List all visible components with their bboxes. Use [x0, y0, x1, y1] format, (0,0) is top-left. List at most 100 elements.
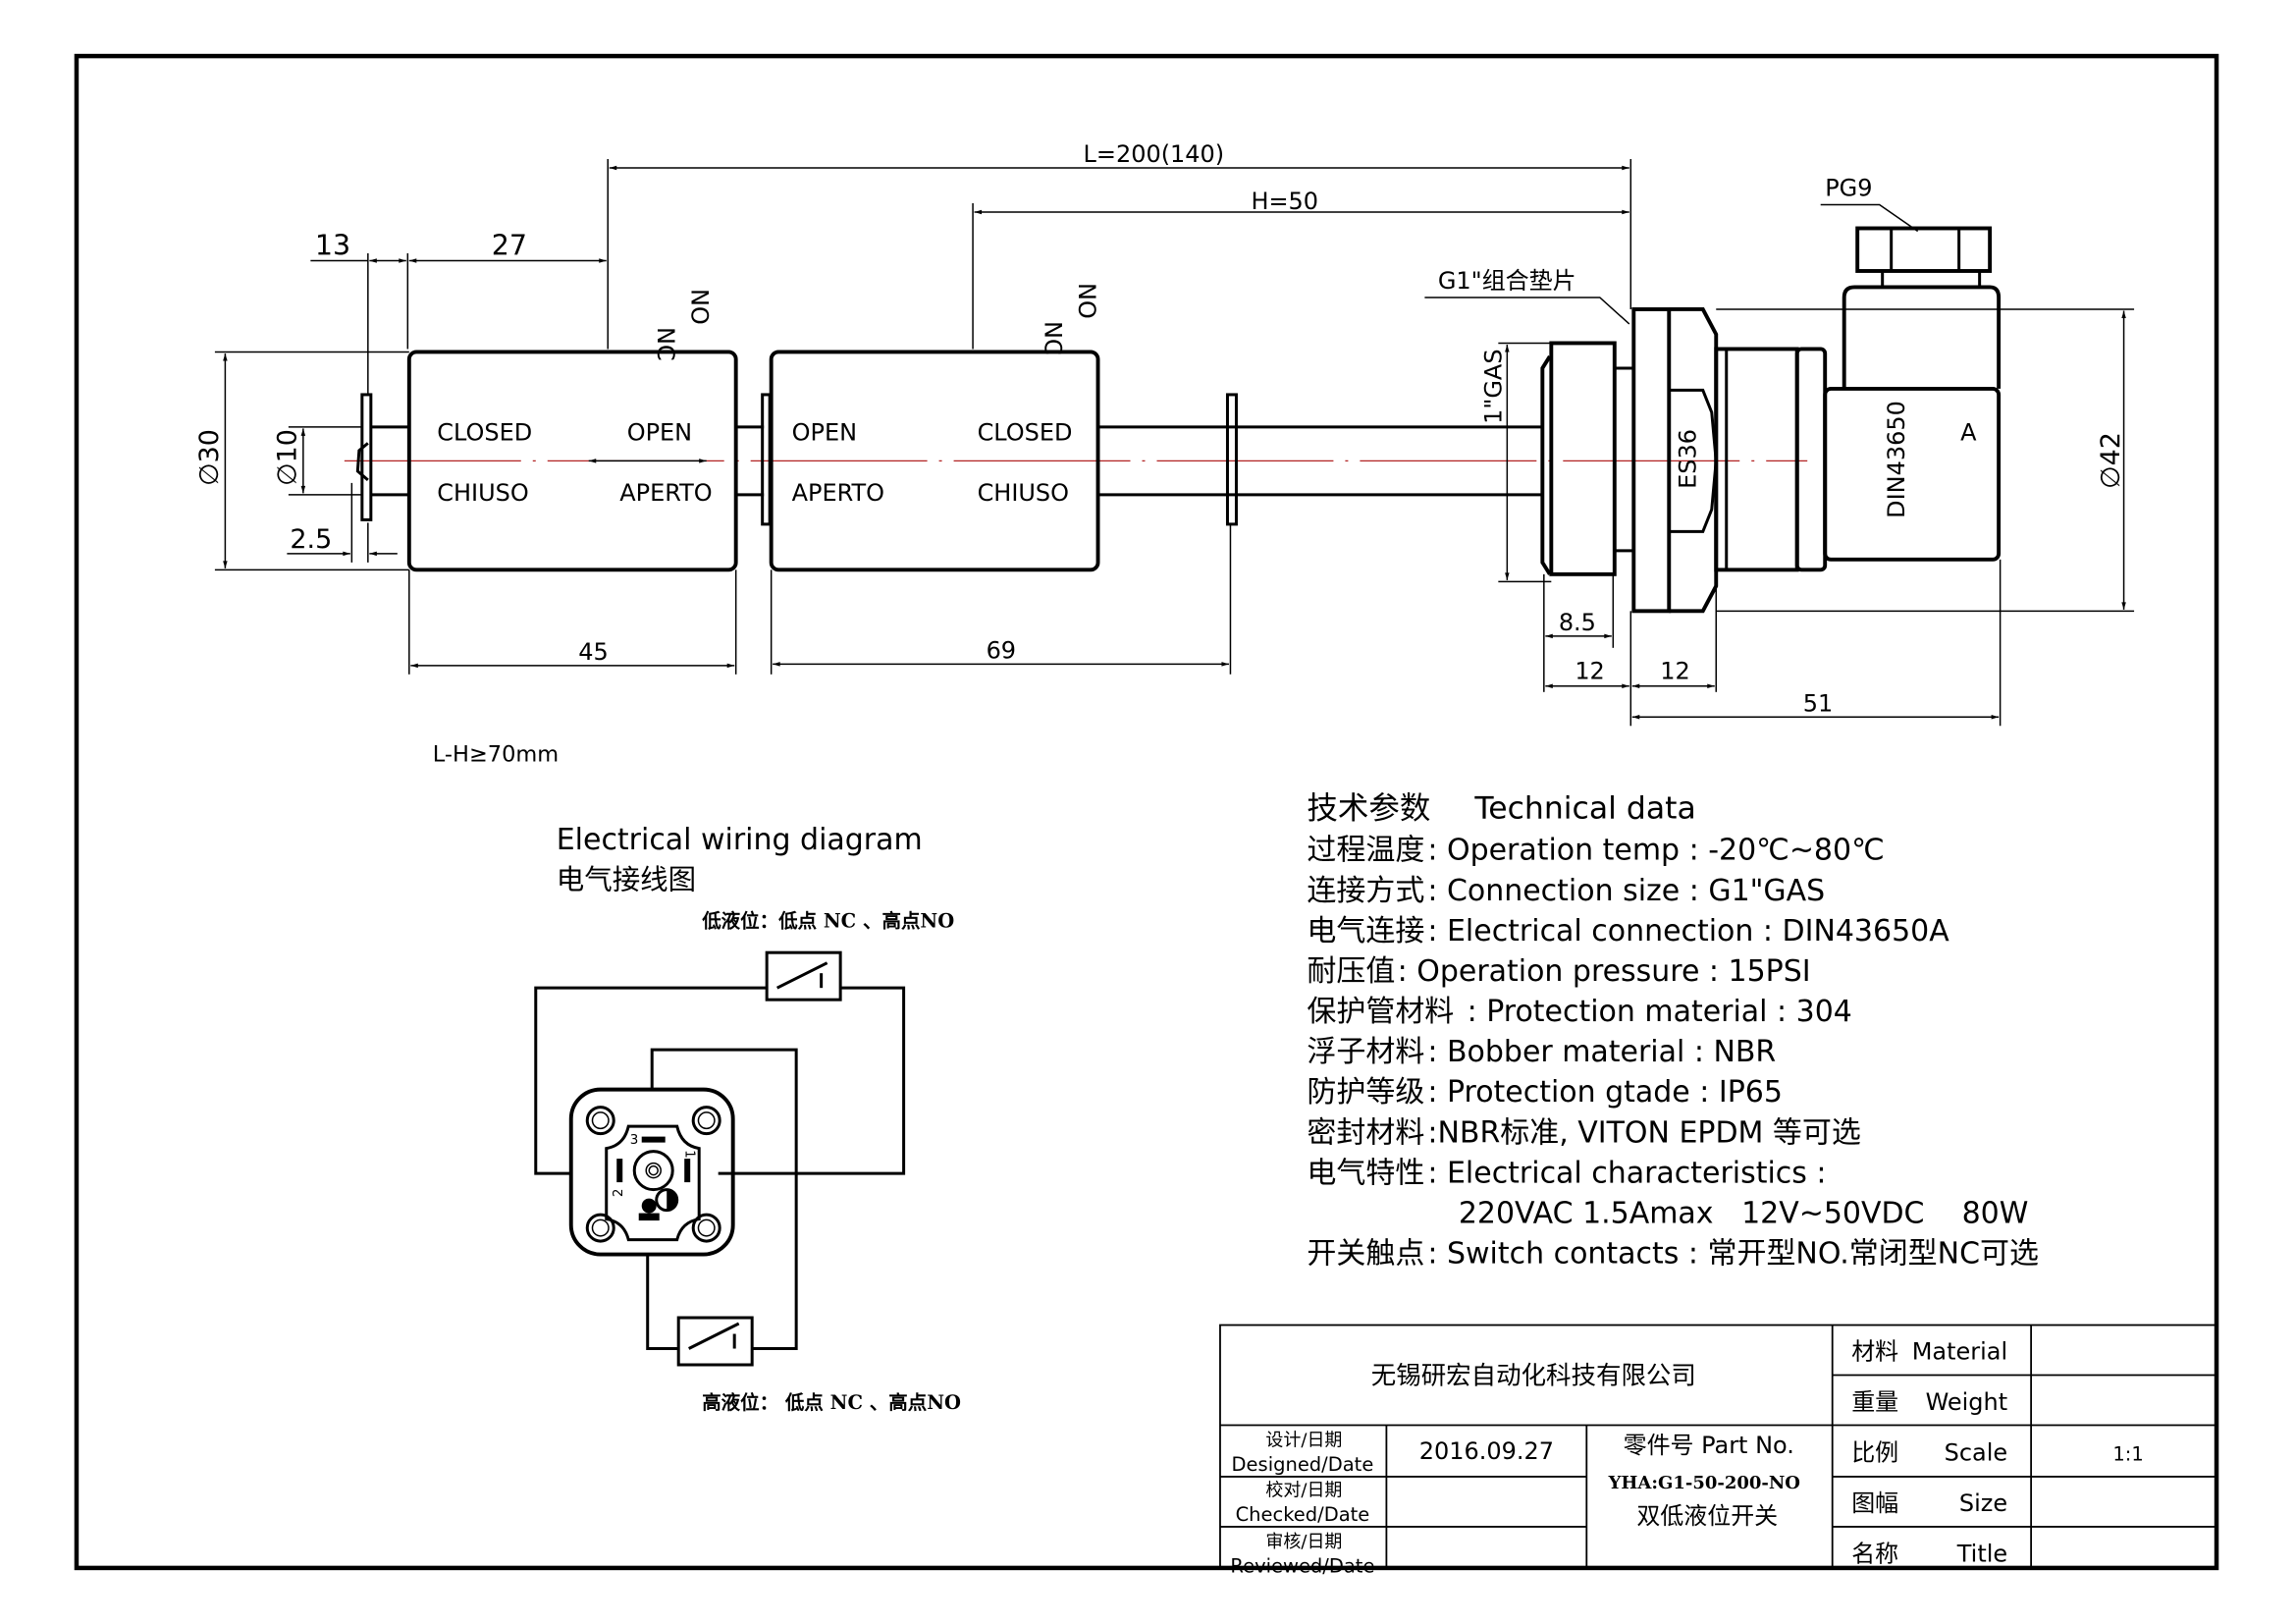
tech-data-row: 过程温度: Operation temp : -20℃~80℃ — [1307, 834, 1884, 868]
end-cap — [355, 393, 409, 521]
dimension-51: 51 — [1803, 689, 1834, 717]
title-block: 无锡研宏自动化科技有限公司 设计/日期 Designed/Date 2016.0… — [1219, 1324, 2217, 1577]
tech-data-row: 密封材料:NBR标准, VITON EPDM 等可选 — [1307, 1115, 1860, 1150]
float-1-label-aperto: APERTO — [619, 479, 712, 507]
dimension-H: H=50 — [1251, 188, 1318, 215]
tech-data-label-cn: 保护管材料 — [1307, 995, 1454, 1029]
tech-data-label-cn: 防护等级 — [1307, 1075, 1424, 1110]
designed-label-en: Designed/Date — [1232, 1453, 1374, 1476]
gasket-label: G1"组合垫片 — [1438, 267, 1576, 295]
dimension-dia10: ∅10 — [272, 429, 302, 486]
reviewed-label-en: Reviewed/Date — [1230, 1554, 1374, 1577]
prop-value: 1:1 — [2112, 1442, 2143, 1465]
dimension-45: 45 — [578, 638, 609, 666]
prop-label-en: Weight — [1926, 1388, 2008, 1416]
tech-data-value: : Electrical characteristics : — [1427, 1156, 1826, 1190]
connector-standard-label: DIN43650 — [1883, 401, 1910, 518]
tech-data-value: : Protection material : 304 — [1458, 995, 1852, 1029]
float-1-body — [406, 350, 738, 572]
tech-heading-en: Technical data — [1473, 791, 1695, 827]
title-block-prop-row: 名称 Title — [1851, 1541, 2007, 1568]
stop-ring-2 — [1225, 393, 1238, 526]
pin-2-label: 2 — [611, 1188, 626, 1197]
tech-data-value: : Switch contacts : 常开型NO.常闭型NC可选 — [1427, 1237, 2039, 1272]
checked-label-en: Checked/Date — [1236, 1503, 1370, 1526]
prop-label-en: Title — [1956, 1541, 2007, 1568]
float-1-label-chiuso: CHIUSO — [437, 479, 528, 507]
float-2-label-closed: CLOSED — [978, 418, 1073, 446]
low-level-caption: 低液位：低点 NC 、高点NO — [701, 910, 954, 933]
technical-data: 技术参数 Technical data 过程温度: Operation temp… — [1307, 791, 2039, 1272]
reviewed-label-cn: 审核/日期 — [1265, 1532, 1342, 1552]
part-no-value: YHA:G1-50-200-NO — [1608, 1473, 1800, 1493]
company-name: 无锡研宏自动化科技有限公司 — [1371, 1362, 1696, 1391]
gland-label: PG9 — [1825, 175, 1872, 202]
tech-data-value: : Operation pressure : 15PSI — [1398, 954, 1811, 989]
prop-label-cn: 材料 — [1851, 1337, 1898, 1365]
tech-data-label-cn: 过程温度 — [1307, 834, 1424, 868]
tech-data-value: : Electrical connection : DIN43650A — [1427, 914, 1949, 948]
dimension-12-b: 12 — [1660, 657, 1690, 684]
tech-data-value: : Operation temp : -20℃~80℃ — [1427, 834, 1884, 868]
tech-data-row: 保护管材料 : Protection material : 304 — [1307, 995, 1851, 1029]
dimension-12-a: 12 — [1575, 657, 1605, 684]
hex-label: ES36 — [1674, 429, 1701, 489]
tech-data-row: 浮子材料: Bobber material : NBR — [1307, 1035, 1776, 1069]
tech-data-label-cn: 电气连接 — [1307, 914, 1424, 948]
dimension-8-5: 8.5 — [1559, 609, 1596, 636]
thread-label: 1"GAS — [1479, 349, 1507, 423]
float-2-label-chiuso: CHIUSO — [978, 479, 1069, 507]
tech-data-label-cn: 密封材料 — [1307, 1115, 1424, 1150]
tech-data-value: : Protection gtade : IP65 — [1427, 1075, 1783, 1110]
connector-type-label: A — [1960, 418, 1977, 446]
pg9-gland — [1855, 226, 1993, 273]
prop-label-cn: 名称 — [1851, 1541, 1898, 1568]
float-2-label-aperto: APERTO — [792, 479, 884, 507]
tech-heading-cn: 技术参数 — [1307, 791, 1430, 827]
length-note: L-H≥70mm — [433, 741, 559, 767]
high-level-switch — [676, 1316, 754, 1367]
tech-data-label-cn: 耐压值 — [1307, 954, 1395, 989]
stop-ring-1 — [761, 393, 772, 526]
wiring-title-en: Electrical wiring diagram — [557, 823, 923, 857]
mechanical-view: CLOSED OPEN CHIUSO APERTO OPEN CLOSED AP… — [194, 140, 2135, 767]
prop-label-cn: 重量 — [1851, 1388, 1898, 1416]
thread-section — [1540, 341, 1634, 576]
tech-data-label-cn: 浮子材料 — [1307, 1035, 1424, 1069]
din-connector-face: 3 1 2 — [568, 1087, 735, 1257]
float-1-contact-no: NO — [686, 289, 714, 325]
dimension-dia30: ∅30 — [194, 429, 225, 486]
tech-data-row: 电气特性: Electrical characteristics : — [1307, 1156, 1826, 1190]
tech-data-label-cn: 连接方式 — [1307, 874, 1424, 908]
title-block-prop-row: 图幅 Size — [1851, 1489, 2007, 1517]
tech-data-row: 电气连接: Electrical connection : DIN43650A — [1307, 914, 1949, 948]
dimension-13: 13 — [315, 229, 350, 261]
tech-data-value: : Connection size : G1"GAS — [1427, 874, 1825, 908]
title-block-prop-row: 重量 Weight — [1851, 1388, 2007, 1416]
wiring-diagram: Electrical wiring diagram 电气接线图 低液位：低点 N… — [534, 823, 961, 1414]
float-2-contact-no: NO — [1073, 283, 1100, 319]
tech-data-row: 耐压值: Operation pressure : 15PSI — [1307, 954, 1810, 989]
dimension-L: L=200(140) — [1084, 140, 1225, 168]
low-level-switch — [765, 950, 842, 1001]
pin-1-label: 1 — [682, 1150, 698, 1159]
prop-label-en: Size — [1959, 1489, 2007, 1517]
tech-data-label-cn: 电气特性 — [1307, 1156, 1424, 1190]
tech-data-value: : Bobber material : NBR — [1427, 1035, 1776, 1069]
tech-data-label-cn: 开关触点 — [1307, 1237, 1424, 1272]
prop-label-cn: 图幅 — [1851, 1489, 1898, 1517]
tech-data-row: 防护等级: Protection gtade : IP65 — [1307, 1075, 1783, 1110]
part-no-label: 零件号 Part No. — [1624, 1432, 1794, 1459]
tech-data-row: 开关触点: Switch contacts : 常开型NO.常闭型NC可选 — [1307, 1237, 2039, 1272]
float-2-contact-nc: NC — [1040, 321, 1067, 355]
dimension-2-5: 2.5 — [290, 524, 332, 555]
tech-data-row: 连接方式: Connection size : G1"GAS — [1307, 874, 1825, 908]
pin-3-label: 3 — [630, 1132, 639, 1148]
tech-data-value: 220VAC 1.5Amax 12V~50VDC 80W — [1459, 1196, 2029, 1230]
designed-date: 2016.09.27 — [1419, 1437, 1554, 1465]
float-2-label-open: OPEN — [792, 418, 857, 446]
high-level-caption: 高液位： 低点 NC 、高点NO — [702, 1391, 961, 1414]
